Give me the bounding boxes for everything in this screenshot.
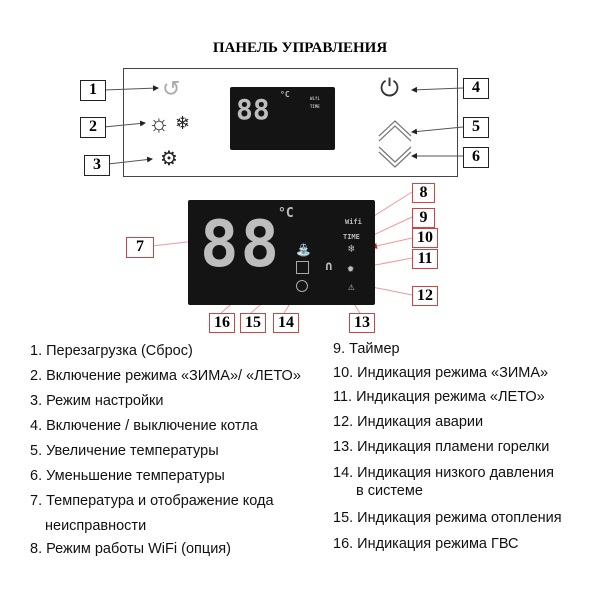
legend-item: 14. Индикация низкого давления [333, 465, 554, 481]
callout-3: 3 [84, 155, 110, 176]
page-title: ПАНЕЛЬ УПРАВЛЕНИЯ [212, 40, 388, 56]
legend-item-continuation: неисправности [45, 518, 147, 534]
callout-9: 9 [412, 208, 435, 228]
callout-11: 11 [412, 249, 438, 269]
callout-2: 2 [80, 117, 106, 138]
legend-item: 15. Индикация режима отопления [333, 510, 562, 526]
legend-item: 16. Индикация режима ГВС [333, 536, 519, 552]
gear-icon[interactable]: ⚙ [160, 148, 178, 170]
legend-item: 2. Включение режима «ЗИМА»/ «ЛЕТО» [30, 368, 301, 384]
legend-item: 11. Индикация режима «ЛЕТО» [333, 389, 545, 405]
winter-indicator-icon: ❄ [348, 242, 355, 255]
legend-item: 10. Индикация режима «ЗИМА» [333, 365, 549, 381]
small-time: TIME [310, 104, 320, 109]
pressure-gauge-icon [296, 280, 308, 292]
callout-14: 14 [273, 313, 299, 333]
callout-4: 4 [463, 78, 489, 99]
small-unit: °C [280, 90, 290, 99]
small-wifi: Wifi [310, 96, 320, 101]
power-icon[interactable]: ⏻ [380, 75, 399, 102]
legend-item: 8. Режим работы WiFi (опция) [30, 541, 231, 557]
small-display: 88 °C Wifi TIME [230, 87, 335, 150]
legend-item-continuation: в системе [356, 483, 423, 499]
legend-item: 1. Перезагрузка (Сброс) [30, 343, 193, 359]
temperature-digits: 88 [200, 208, 282, 282]
legend-item: 7. Температура и отображение кода [30, 493, 274, 509]
legend-item: 6. Уменьшение температуры [30, 468, 225, 484]
control-panel [123, 68, 458, 177]
main-display: 88 °C Wifi TIME ❄ ✹ ⚠ ⛲ ∩ [188, 200, 375, 305]
callout-13: 13 [349, 313, 375, 333]
arrow-5 [411, 126, 464, 135]
arrow-2 [103, 120, 146, 128]
callout-16: 16 [209, 313, 235, 333]
legend-item: 12. Индикация аварии [333, 414, 484, 430]
callout-6: 6 [463, 147, 489, 168]
time-indicator: TIME [343, 233, 360, 241]
callout-8: 8 [412, 183, 435, 203]
arrow-4 [411, 86, 464, 93]
arrow-3 [107, 156, 153, 165]
callout-7: 7 [126, 237, 154, 258]
sun-icon[interactable]: ☼ [148, 110, 170, 137]
callout-15: 15 [240, 313, 266, 333]
arrow-10 [371, 237, 413, 249]
arrow-1 [103, 85, 159, 92]
callout-1: 1 [80, 80, 106, 101]
flame-icon: ∩ [325, 259, 333, 274]
legend-item: 5. Увеличение температуры [30, 443, 219, 459]
wifi-indicator: Wifi [345, 218, 362, 226]
legend-item: 9. Таймер [333, 341, 400, 357]
reset-icon[interactable]: ↺ [162, 76, 181, 101]
snowflake-icon[interactable]: ❄ [175, 113, 191, 133]
heating-radiator-icon [296, 261, 309, 274]
hot-water-tap-icon: ⛲ [296, 243, 311, 257]
legend-item: 3. Режим настройки [30, 393, 164, 409]
callout-10: 10 [412, 228, 438, 248]
alarm-icon: ⚠ [348, 280, 355, 293]
small-digits: 88 [236, 93, 270, 126]
celsius-unit: °C [278, 206, 294, 221]
callout-12: 12 [412, 286, 438, 306]
summer-indicator-icon: ✹ [347, 261, 355, 275]
legend-item: 13. Индикация пламени горелки [333, 439, 550, 455]
callout-5: 5 [463, 117, 489, 138]
legend-item: 4. Включение / выключение котла [30, 418, 258, 434]
